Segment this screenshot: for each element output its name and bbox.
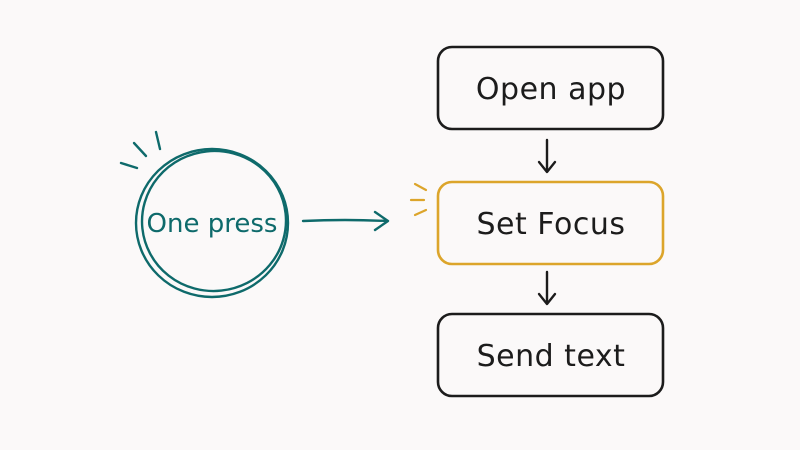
step-box: [436, 312, 665, 398]
step-arrow-1: [537, 138, 557, 174]
emphasis-mark: [132, 141, 148, 158]
step-box: [436, 180, 665, 266]
set-focus-emphasis-marks: [409, 182, 428, 217]
step-open-app: Open app: [436, 45, 665, 131]
step-set-focus: Set Focus: [436, 180, 665, 266]
step-label: Open app: [476, 72, 626, 107]
one-press-circle-inner: [140, 149, 288, 293]
one-press-circle-outer: [134, 147, 290, 299]
arrow-head: [537, 292, 557, 306]
connector-line: [301, 218, 389, 223]
emphasis-mark: [413, 208, 428, 217]
one-press-node: [134, 147, 290, 299]
arrow-head: [537, 160, 557, 174]
connector-arrowhead: [373, 210, 390, 232]
emphasis-mark: [154, 130, 162, 151]
step-label: Set Focus: [477, 207, 626, 242]
step-arrow-2: [537, 270, 557, 306]
trigger-connector-arrow: [301, 210, 390, 232]
step-box: [436, 45, 665, 131]
step-send-text: Send text: [436, 312, 665, 398]
emphasis-mark: [119, 161, 139, 170]
step-label: Send text: [477, 339, 626, 374]
one-press-label: One press: [147, 209, 278, 239]
one-press-emphasis-marks: [119, 130, 162, 170]
emphasis-mark: [413, 182, 428, 192]
